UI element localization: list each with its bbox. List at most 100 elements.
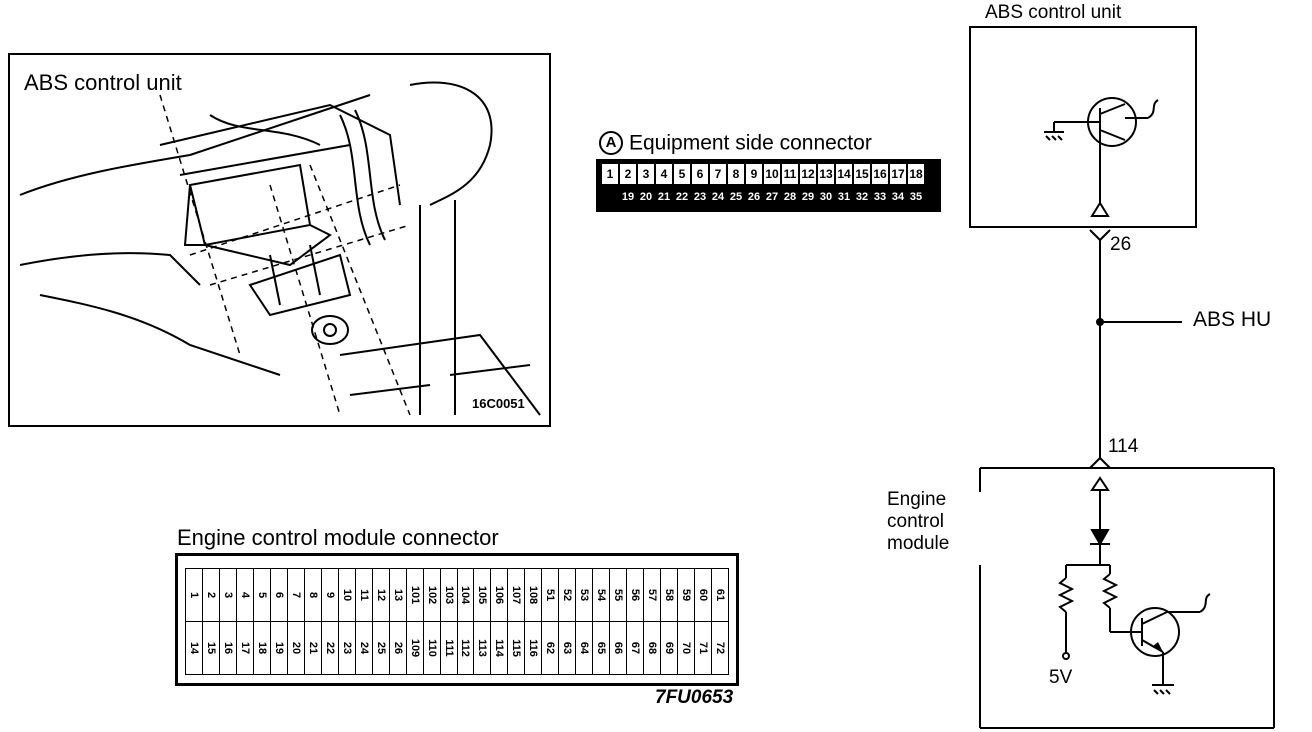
ecm-pin: 113: [474, 622, 492, 674]
connector-marker-icon: A: [599, 131, 623, 155]
ecm-pin: 104: [458, 569, 475, 621]
ecm-transistor-symbol: [1130, 607, 1180, 657]
ecm-pin: 8: [305, 569, 322, 621]
connector-pin: 23: [692, 187, 708, 207]
ecm-pin: 108: [525, 569, 543, 621]
connector-pin: 35: [908, 187, 924, 207]
ecm-pin: 105: [474, 569, 492, 621]
connector-pin: 15: [854, 164, 870, 184]
ecm-pin: 114: [491, 622, 509, 674]
ecm-pin: 64: [576, 622, 594, 674]
ecm-pin: 102: [424, 569, 441, 621]
ecm-pin: 9: [322, 569, 339, 621]
ecm-pin: 71: [695, 622, 713, 674]
connector-pin: 4: [656, 164, 672, 184]
ecm-label-line-1: Engine: [887, 489, 947, 510]
ecm-label-line-2: control: [887, 511, 945, 532]
connector-pin: 10: [764, 164, 780, 184]
ecm-pin: 10: [339, 569, 356, 621]
pin-26-label: 26: [1110, 234, 1132, 255]
ecm-pin: 56: [627, 569, 645, 621]
ecm-pin: 12: [373, 569, 390, 621]
connector-pin: 21: [656, 187, 672, 207]
ecm-pin: 70: [678, 622, 696, 674]
ecm-pin: 19: [271, 622, 288, 674]
equipment-connector-title: Equipment side connector: [629, 131, 872, 155]
connector-pin: 14: [836, 164, 852, 184]
ecm-pin: 20: [288, 622, 305, 674]
supply-terminal-icon: [1062, 652, 1070, 660]
ecm-pin: 11: [356, 569, 373, 621]
ecm-pin: 109: [407, 622, 424, 674]
component-location-photo: ABS control unit 16C0051: [8, 53, 551, 427]
ecm-connector-reference-code: 7FU0653: [655, 687, 734, 708]
ecm-pin: 17: [237, 622, 254, 674]
ecm-pin: 69: [661, 622, 679, 674]
ecm-pin: 111: [441, 622, 458, 674]
ecm-pin: 51: [542, 569, 560, 621]
ecm-pin: 1: [186, 569, 203, 621]
connector-pin: 26: [746, 187, 762, 207]
connector-pin: 7: [710, 164, 726, 184]
connector-pin: 32: [854, 187, 870, 207]
ecm-pin: 62: [542, 622, 560, 674]
ecm-pin: 112: [458, 622, 475, 674]
abs-hu-label: ABS HU: [1193, 308, 1272, 331]
connector-pin: 27: [764, 187, 780, 207]
ecm-pin: 65: [593, 622, 611, 674]
ecm-pin: 68: [644, 622, 662, 674]
connector-pin: 33: [872, 187, 888, 207]
ecm-pin: 4: [237, 569, 254, 621]
ecm-pin: 110: [424, 622, 441, 674]
diode-symbol: [1090, 529, 1110, 547]
ecm-pin: 103: [441, 569, 458, 621]
ecm-pin: 101: [407, 569, 424, 621]
pin-114-label: 114: [1108, 436, 1139, 457]
ecm-pin: 116: [525, 622, 543, 674]
ecm-pin: 14: [186, 622, 203, 674]
ecm-pin: 59: [678, 569, 696, 621]
connector-pin: 16: [872, 164, 888, 184]
resistor-left-symbol: [1057, 577, 1075, 613]
ecm-pin: 53: [576, 569, 594, 621]
abs-unit-location-illustration: [19, 81, 541, 416]
connector-pin: 13: [818, 164, 834, 184]
wire-junction-dot: [1096, 318, 1104, 326]
ecm-pin: 26: [390, 622, 407, 674]
ecm-pin: 25: [373, 622, 390, 674]
connector-pin: 6: [692, 164, 708, 184]
connector-pin: 11: [782, 164, 798, 184]
ecm-label-line-3: module: [887, 533, 950, 554]
ecm-pin: 15: [203, 622, 220, 674]
ecm-pin: 107: [508, 569, 526, 621]
ecm-pin: 13: [390, 569, 407, 621]
ecm-pin: 115: [508, 622, 526, 674]
connector-pin: 18: [908, 164, 924, 184]
photo-reference-code: 16C0051: [472, 396, 525, 411]
ecm-pin: 16: [220, 622, 237, 674]
ecm-pin: 23: [339, 622, 356, 674]
connector-pin: 1: [602, 164, 618, 184]
abs-control-unit-box: [969, 26, 1197, 228]
ecm-connector-title: Engine control module connector: [177, 525, 499, 550]
ecm-pin: 67: [627, 622, 645, 674]
ecm-pin: 57: [644, 569, 662, 621]
connector-pin: 20: [638, 187, 654, 207]
connector-pin: 28: [782, 187, 798, 207]
resistor-right-symbol: [1101, 573, 1119, 609]
ecm-pin: 55: [610, 569, 628, 621]
supply-voltage-label: 5V: [1049, 667, 1073, 688]
connector-pin: 3: [638, 164, 654, 184]
connector-pin: 29: [800, 187, 816, 207]
photo-label: ABS control unit: [24, 70, 182, 95]
ecm-pin: 21: [305, 622, 322, 674]
connector-pin: 31: [836, 187, 852, 207]
ecm-pin: 60: [695, 569, 713, 621]
